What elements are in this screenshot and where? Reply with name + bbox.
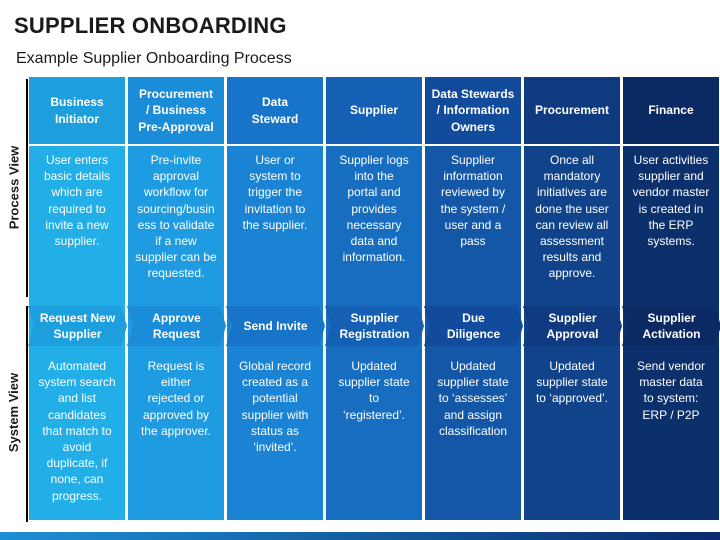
process-view-divider — [26, 79, 28, 297]
process-view-label: Process View — [6, 145, 22, 230]
page-title: SUPPLIER ONBOARDING — [14, 13, 287, 38]
role-header: Supplier — [326, 77, 422, 144]
page-subtitle: Example Supplier Onboarding Process — [16, 50, 292, 67]
system-view-divider — [26, 306, 28, 522]
role-header: Procurement — [524, 77, 620, 144]
system-view-label: System View — [6, 372, 22, 452]
stage-chevron: Send Invite — [226, 306, 325, 346]
role-header: Finance — [623, 77, 719, 144]
bottom-accent-bar — [0, 532, 720, 540]
